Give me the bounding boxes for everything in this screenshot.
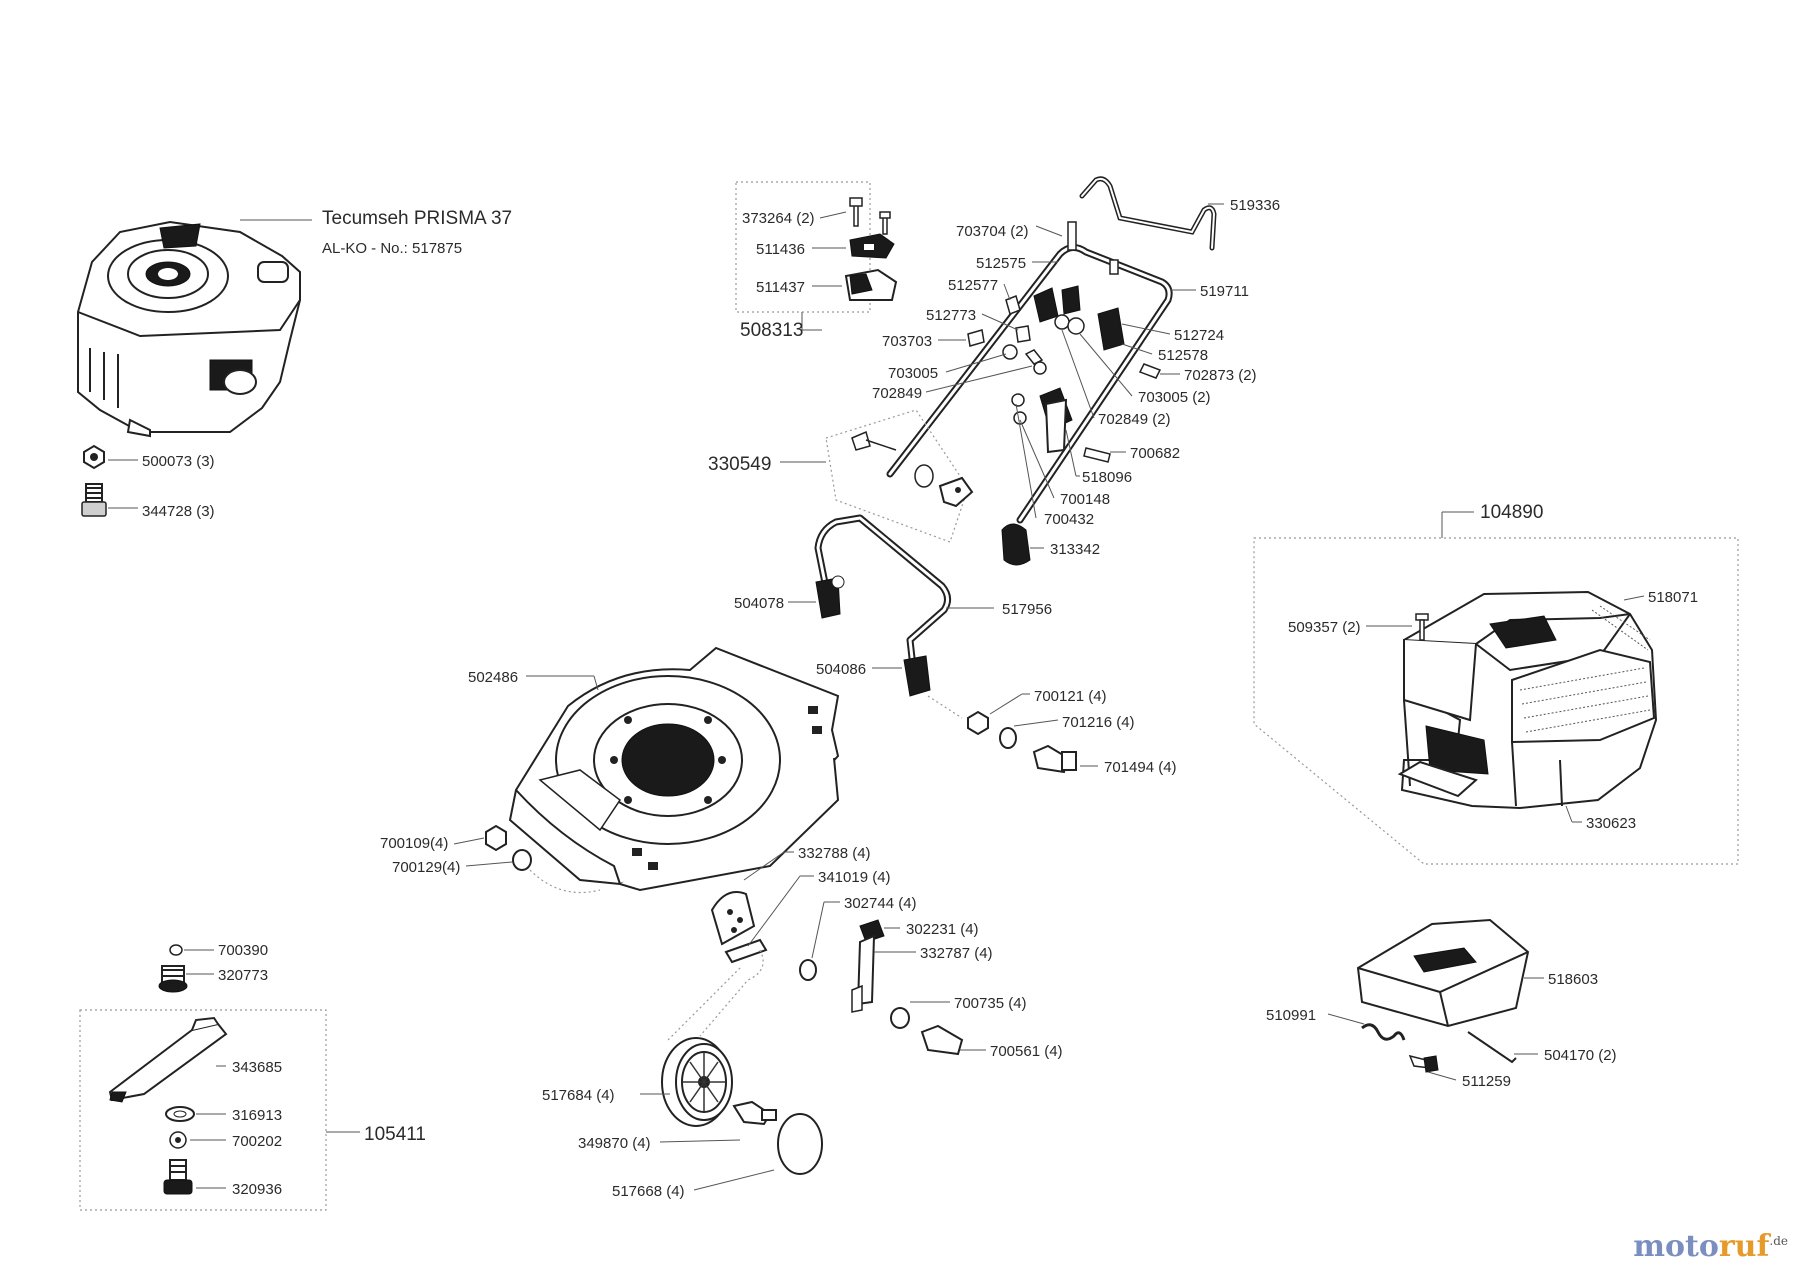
label-700682: 700682 (1130, 445, 1180, 462)
label-504086: 504086 (816, 661, 866, 678)
group-104890-box (1253, 537, 1739, 865)
label-517956: 517956 (1002, 601, 1052, 618)
hubcap-517668 (777, 1113, 823, 1175)
label-504170: 504170 (2) (1544, 1047, 1617, 1064)
label-700129: 700129(4) (392, 859, 460, 876)
label-512773: 512773 (926, 307, 976, 324)
label-701494: 701494 (4) (1104, 759, 1177, 776)
cable-519336 (1079, 176, 1217, 251)
group-330549-parts (825, 409, 974, 543)
spring-510991 (1361, 1023, 1406, 1041)
label-341019: 341019 (4) (818, 869, 891, 886)
label-703005b: 703005 (2) (1138, 389, 1211, 406)
group-508313-box (735, 181, 871, 313)
group-330549-label: 330549 (708, 454, 771, 475)
label-517684: 517684 (4) (542, 1087, 615, 1104)
rod-504170 (1467, 1031, 1517, 1064)
engine-title: Tecumseh PRISMA 37 (322, 208, 512, 229)
screws-373264 (849, 197, 891, 235)
label-373264: 373264 (2) (742, 210, 815, 227)
brand-watermark: motoruf.de (1633, 1229, 1788, 1264)
handle-lower (814, 514, 951, 697)
label-313342: 313342 (1050, 541, 1100, 558)
height-adjuster-parts (710, 891, 964, 1056)
label-316913: 316913 (232, 1107, 282, 1124)
label-512577: 512577 (948, 277, 998, 294)
label-518071: 518071 (1648, 589, 1698, 606)
part-511436 (849, 233, 895, 259)
label-349870: 349870 (4) (578, 1135, 651, 1152)
grassbag-518071 (1397, 590, 1658, 810)
axle-349870 (732, 1100, 777, 1126)
group-105411-box (79, 1009, 327, 1211)
engine-subtitle: AL-KO - No.: 517875 (322, 240, 462, 257)
handle-upper (886, 244, 1173, 524)
handle-bolts (967, 710, 1077, 774)
label-517668: 517668 (4) (612, 1183, 685, 1200)
label-519711: 519711 (1200, 283, 1249, 300)
label-511259: 511259 (1462, 1073, 1511, 1090)
label-512575: 512575 (976, 255, 1026, 272)
label-509357: 509357 (2) (1288, 619, 1361, 636)
label-343685: 343685 (232, 1059, 282, 1076)
label-500073: 500073 (3) (142, 453, 215, 470)
label-700432: 700432 (1044, 511, 1094, 528)
label-511436: 511436 (756, 241, 805, 258)
group-105411-label: 105411 (364, 1124, 426, 1145)
label-332787: 332787 (4) (920, 945, 993, 962)
rear-flap-518603 (1356, 918, 1530, 1028)
wheel-517684 (661, 1037, 733, 1127)
label-700561: 700561 (4) (990, 1043, 1063, 1060)
label-701216: 701216 (4) (1062, 714, 1135, 731)
deck-502486 (508, 646, 840, 892)
label-320936: 320936 (232, 1181, 282, 1198)
bolt-320936 (163, 1159, 193, 1195)
part-511437 (844, 268, 898, 301)
label-703005: 703005 (888, 365, 938, 382)
label-700121: 700121 (4) (1034, 688, 1107, 705)
label-518603: 518603 (1548, 971, 1598, 988)
label-700202: 700202 (232, 1133, 282, 1150)
deck-nuts (485, 824, 532, 871)
blade-343685 (108, 1016, 228, 1103)
label-703704: 703704 (2) (956, 223, 1029, 240)
label-700735: 700735 (4) (954, 995, 1027, 1012)
label-504078: 504078 (734, 595, 784, 612)
label-510991: 510991 (1266, 1007, 1316, 1024)
label-512724: 512724 (1174, 327, 1224, 344)
label-332788: 332788 (4) (798, 845, 871, 862)
label-302231: 302231 (4) (906, 921, 979, 938)
label-700148: 700148 (1060, 491, 1110, 508)
star-washer-700202 (169, 1131, 187, 1149)
bolt-344728 (81, 483, 107, 517)
handle-clamps (967, 221, 1162, 566)
label-511437: 511437 (756, 279, 805, 296)
label-702873: 702873 (2) (1184, 367, 1257, 384)
label-518096: 518096 (1082, 469, 1132, 486)
label-702849b: 702849 (2) (1098, 411, 1171, 428)
washer-316913 (165, 1106, 195, 1122)
label-512578: 512578 (1158, 347, 1208, 364)
blade-top-parts (158, 944, 188, 993)
screw-511259 (1408, 1054, 1439, 1073)
label-519336: 519336 (1230, 197, 1280, 214)
label-320773: 320773 (218, 967, 268, 984)
label-330623: 330623 (1586, 815, 1636, 832)
label-702849: 702849 (872, 385, 922, 402)
engine-drawing (77, 220, 301, 438)
label-502486: 502486 (468, 669, 518, 686)
screw-509357 (1415, 613, 1429, 641)
label-700109: 700109(4) (380, 835, 448, 852)
label-302744: 302744 (4) (844, 895, 917, 912)
group-508313-label: 508313 (740, 320, 803, 341)
label-344728: 344728 (3) (142, 503, 215, 520)
nut-500073 (83, 444, 105, 470)
label-703703: 703703 (882, 333, 932, 350)
group-104890-label: 104890 (1480, 502, 1543, 523)
label-700390: 700390 (218, 942, 268, 959)
